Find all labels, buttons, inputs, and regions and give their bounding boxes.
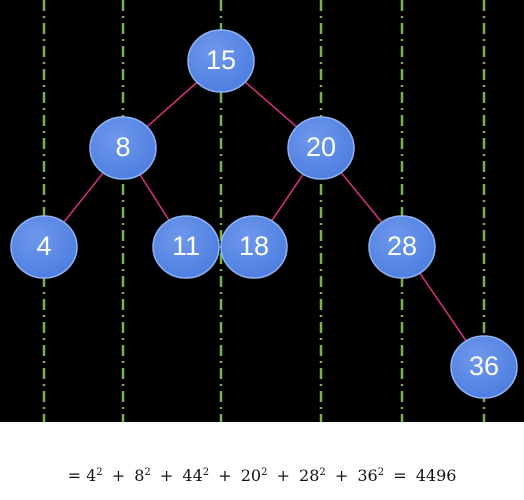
plus-sign: + [276, 466, 290, 485]
equation-term: 362 [357, 466, 385, 485]
equation-term: 202 [240, 466, 268, 485]
tree-node-label: 4 [36, 231, 51, 261]
tree-nodes: 15 8 20 4 11 18 28 36 [10, 29, 518, 399]
equation-result: 4496 [415, 466, 457, 485]
tree-node: 18 [220, 215, 288, 279]
tree-node-circle [287, 116, 355, 180]
tree-node-label: 11 [172, 231, 200, 261]
tree-node: 4 [10, 215, 78, 279]
plus-sign: + [334, 466, 349, 485]
equation-term: 442 [182, 466, 210, 485]
equation-term: 282 [299, 466, 326, 485]
tree-node: 20 [287, 116, 355, 180]
tree-node: 11 [152, 215, 220, 279]
equation-term: 82 [134, 466, 151, 485]
tree-node-label: 36 [469, 351, 499, 381]
tree-node-circle [450, 335, 518, 399]
sum-of-squares-equation: = 42 + 82 + 442 + 202 + 282 + 362 = 4496 [0, 466, 524, 485]
diagram-background [0, 0, 524, 422]
tree-node-label: 20 [306, 132, 336, 162]
tree-node: 8 [89, 116, 157, 180]
plus-sign: + [111, 466, 126, 485]
tree-node-circle [89, 116, 157, 180]
equation-term: 42 [86, 466, 103, 485]
tree-node-label: 8 [115, 132, 130, 162]
tree-node-label: 18 [239, 231, 269, 261]
tree-node: 28 [368, 215, 436, 279]
tree-node-circle [187, 29, 255, 93]
binary-tree-diagram: 15 8 20 4 11 18 28 36 [0, 0, 524, 422]
tree-node-circle [152, 215, 220, 279]
tree-node: 36 [450, 335, 518, 399]
tree-node-circle [220, 215, 288, 279]
plus-sign: + [159, 466, 174, 485]
equals-sign: = [393, 466, 407, 485]
tree-node-circle [368, 215, 436, 279]
tree-node-label: 28 [387, 231, 417, 261]
plus-sign: + [218, 466, 232, 485]
tree-node-label: 15 [206, 45, 236, 75]
tree-node-circle [10, 215, 78, 279]
equation-prefix: = [67, 466, 81, 485]
tree-node: 15 [187, 29, 255, 93]
